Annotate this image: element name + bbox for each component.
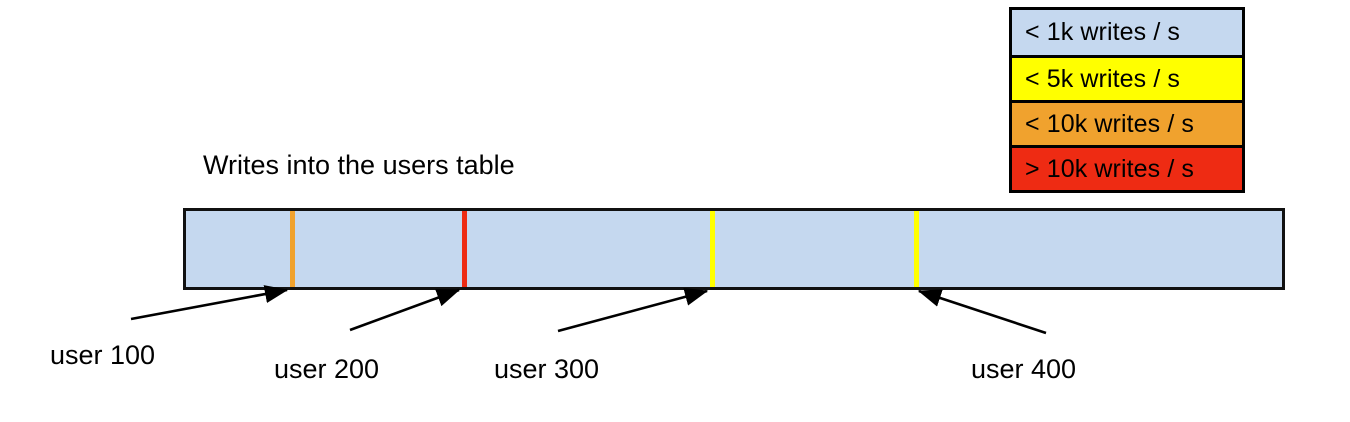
arrow-user-300 [557,287,709,333]
arrow-user-100 [130,285,289,321]
label-user-200: user 200 [274,354,380,384]
legend-row-label: < 5k writes / s [1025,64,1181,93]
legend-row-label: < 1k writes / s [1025,18,1181,46]
bar-title: Writes into the users table [203,150,515,180]
label-user-100: user 100 [50,340,156,370]
users-table-bar [183,208,1285,290]
marker-user-400 [914,211,919,287]
legend-row-lt-10k: < 10k writes / s [1012,100,1242,145]
legend-row-lt-5k: < 5k writes / s [1012,55,1242,100]
write-rate-legend: < 1k writes / s < 5k writes / s < 10k wr… [1009,7,1245,193]
legend-row-label: > 10k writes / s [1025,154,1195,183]
label-user-300: user 300 [494,354,600,384]
marker-user-100 [290,211,295,287]
legend-row-label: < 10k writes / s [1025,109,1195,138]
arrow-user-200 [349,288,461,332]
legend-row-gt-10k: > 10k writes / s [1012,145,1242,190]
marker-user-300 [710,211,715,287]
label-user-400: user 400 [971,354,1077,384]
arrow-user-400 [917,289,1047,335]
legend-row-lt-1k: < 1k writes / s [1012,10,1242,55]
marker-user-200 [462,211,467,287]
